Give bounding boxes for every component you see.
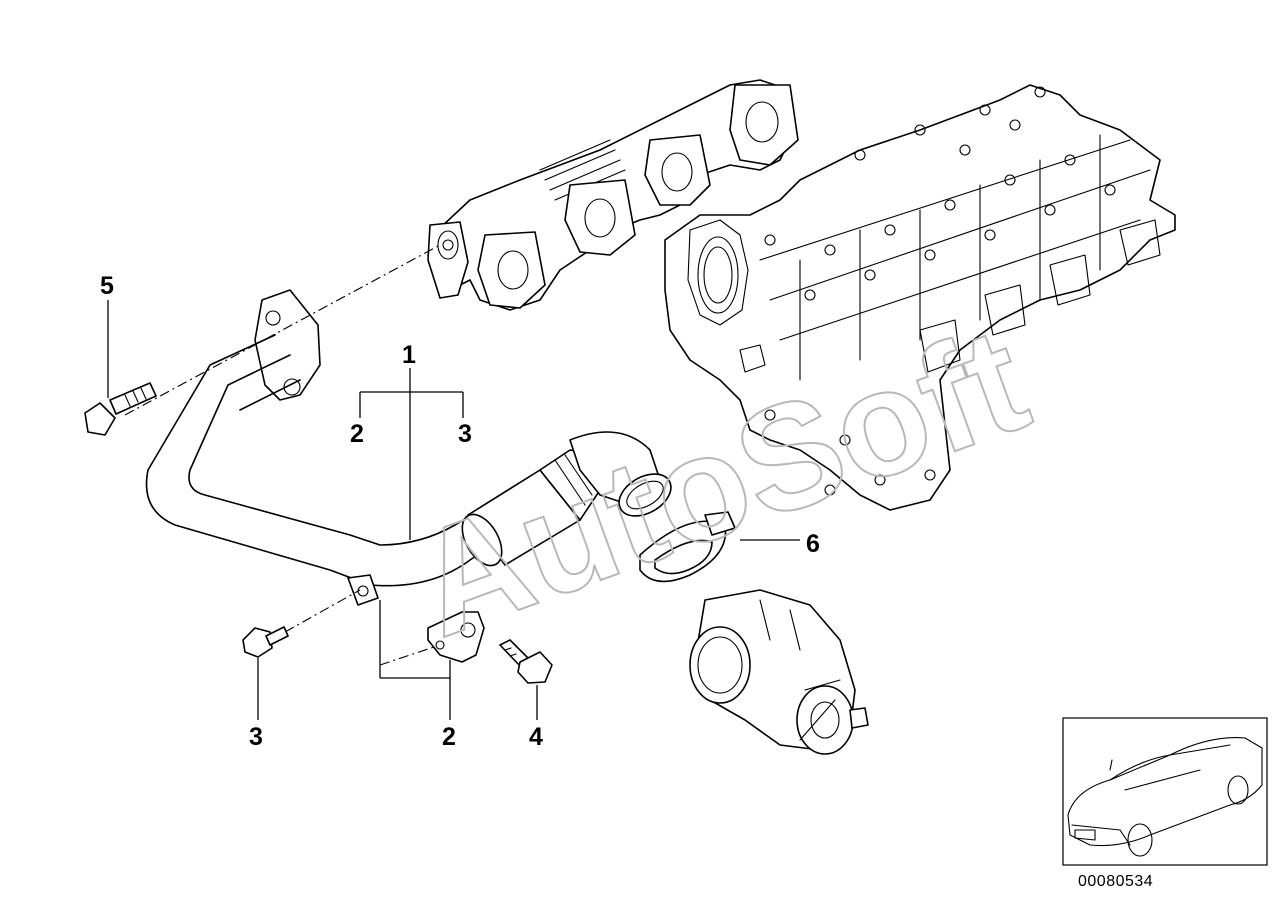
egr-valve-icon	[689, 589, 869, 755]
callout-3-bottom: 3	[249, 723, 263, 751]
callout-4: 4	[529, 723, 543, 751]
callout-leaders	[107, 300, 800, 720]
screw-icon	[499, 639, 553, 684]
diagram-number: 00080534	[1078, 873, 1153, 890]
screw-icon	[242, 626, 289, 658]
assembly-line	[379, 644, 441, 666]
exhaust-manifold-icon	[427, 79, 799, 311]
callout-3-top: 3	[458, 420, 472, 448]
callout-2-bottom: 2	[442, 723, 456, 751]
car-icon	[1067, 737, 1263, 857]
screw-icon	[84, 382, 157, 436]
car-thumbnail: 00080534	[1062, 717, 1268, 890]
callout-6: 6	[806, 530, 820, 558]
egr-pipe-icon	[145, 289, 672, 606]
assembly-line	[284, 589, 361, 633]
hose-clamp-icon	[639, 511, 736, 583]
callout-5: 5	[100, 272, 114, 300]
cylinder-head-icon	[664, 84, 1176, 511]
callout-2-top: 2	[350, 420, 364, 448]
callout-1: 1	[402, 341, 416, 369]
bracket-icon	[427, 611, 485, 663]
